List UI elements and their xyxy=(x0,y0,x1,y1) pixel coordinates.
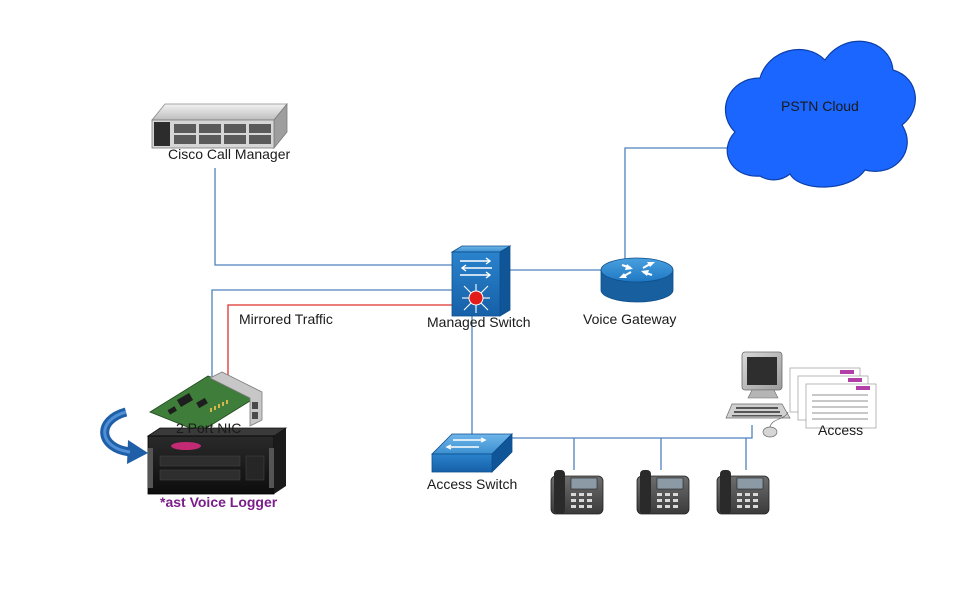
managed-switch-label: Managed Switch xyxy=(427,314,531,330)
mirrored-traffic-link xyxy=(227,304,452,398)
access-report-pages-icon xyxy=(789,367,877,429)
ip-phone-icon xyxy=(550,470,604,515)
link-callmanager-to-managed-switch xyxy=(214,168,452,266)
call-manager-label: Cisco Call Manager xyxy=(168,146,291,162)
managed-switch-icon xyxy=(450,245,512,317)
call-manager-server-icon xyxy=(151,102,288,150)
voice-gateway-label: Voice Gateway xyxy=(583,311,677,327)
nic-label: 2 Port NIC xyxy=(176,420,242,436)
mirrored-traffic-label: Mirrored Traffic xyxy=(239,311,333,327)
curved-arrow-icon xyxy=(100,407,148,464)
voice-gateway-router-icon xyxy=(600,257,674,303)
link-nic-to-managed-switch xyxy=(211,289,452,392)
nic-card-icon xyxy=(149,371,263,433)
pstn-cloud-icon xyxy=(724,40,916,188)
ip-phone-icon xyxy=(636,470,690,515)
access-computer-icon xyxy=(725,351,791,438)
link-access-switch-bus xyxy=(512,425,753,439)
access-switch-icon xyxy=(431,433,513,473)
pstn-cloud-label: PSTN Cloud xyxy=(781,98,859,114)
voice-logger-server-icon xyxy=(146,427,288,495)
access-label: Access xyxy=(818,422,864,438)
access-switch-label: Access Switch xyxy=(427,476,518,492)
connections xyxy=(211,147,753,470)
link-voice-gateway-to-pstn-cloud xyxy=(624,147,735,262)
ip-phone-icon xyxy=(716,470,770,515)
voice-logger-label: *ast Voice Logger xyxy=(160,494,278,510)
